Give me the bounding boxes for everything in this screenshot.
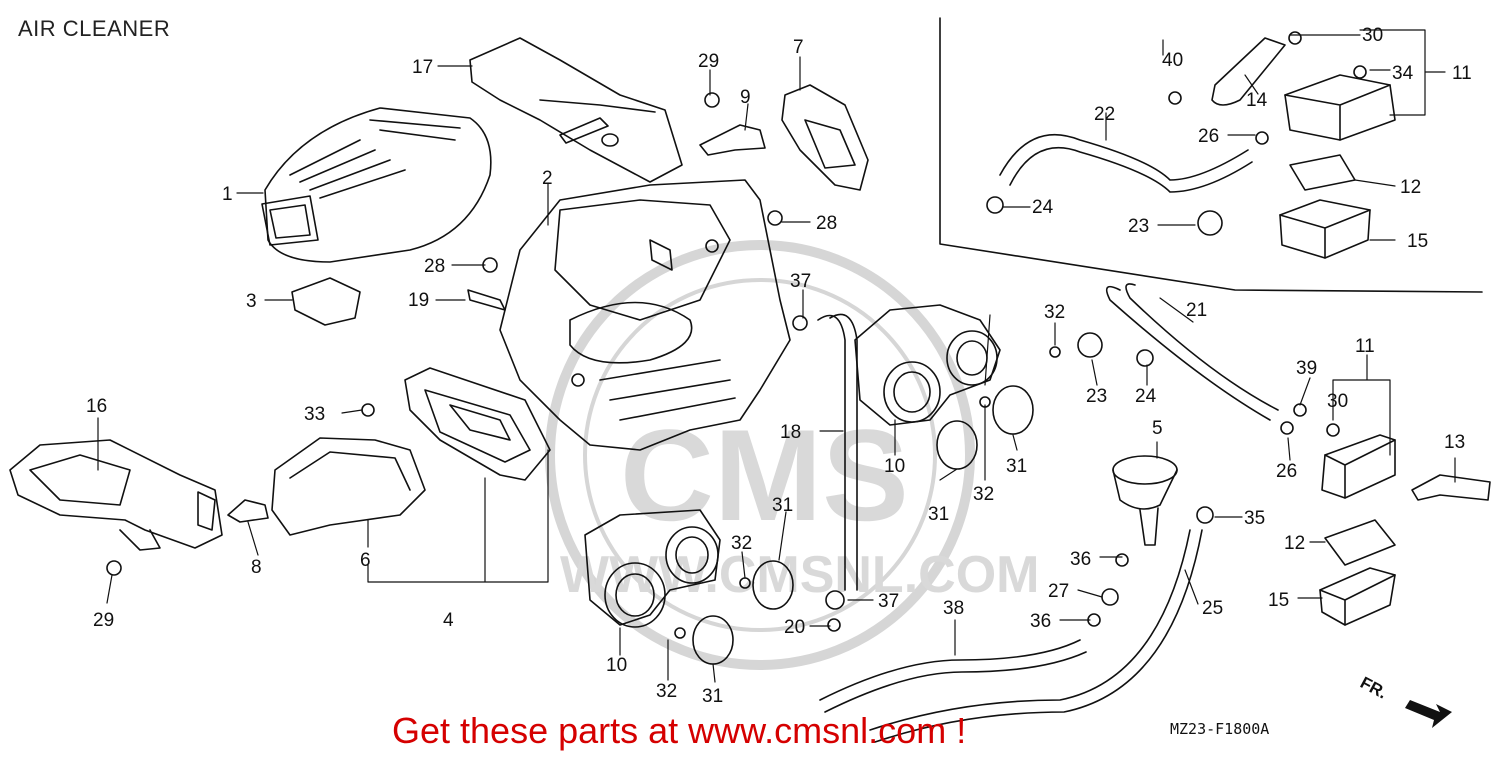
callout-25: 25 — [1202, 598, 1223, 619]
callout-39: 39 — [1296, 358, 1317, 379]
part-31-clamp-b — [992, 385, 1034, 435]
part-13-bracket — [1411, 474, 1491, 501]
part-21-hose — [1105, 285, 1271, 421]
callout-32-lower-right: 32 — [731, 533, 752, 554]
part-2-case — [499, 179, 791, 451]
callout-23: 23 — [1086, 386, 1107, 407]
callout-20: 20 — [784, 617, 805, 638]
callout-22: 22 — [1094, 104, 1115, 125]
diagram-title: AIR CLEANER — [18, 16, 171, 41]
callout-36-a: 36 — [1070, 549, 1091, 570]
callout-30: 30 — [1327, 391, 1348, 412]
part-9-bracket — [699, 124, 766, 156]
leader-lines — [97, 29, 1456, 683]
callout-17: 17 — [412, 57, 433, 78]
part-22-hose — [999, 133, 1249, 181]
part-8-bracket — [227, 499, 269, 523]
callout-38: 38 — [943, 598, 964, 619]
callout-8: 8 — [251, 557, 262, 578]
inset-part-15-cap — [1279, 199, 1371, 259]
part-5-funnel — [1112, 455, 1178, 546]
callout-12-inset: 12 — [1400, 177, 1421, 198]
part-25-hose — [869, 529, 1191, 731]
callout-29-top: 29 — [698, 51, 719, 72]
part-15-cap — [1319, 567, 1396, 626]
callout-32-mid: 32 — [1044, 302, 1065, 323]
part-18-hose — [817, 314, 846, 591]
callout-29-bottom: 29 — [93, 610, 114, 631]
callout-24: 24 — [1135, 386, 1157, 407]
callout-31-upper-left: 31 — [928, 504, 949, 525]
part-10-boots-upper — [854, 304, 1001, 426]
front-direction-arrow-icon — [1405, 700, 1452, 728]
part-6-tube — [271, 437, 426, 536]
part-38-hose — [819, 639, 1081, 701]
part-3-pad — [291, 277, 361, 326]
drawing-code: MZ23-F1800A — [1170, 720, 1270, 738]
callout-10-lower: 10 — [606, 655, 627, 676]
part-7-valve — [781, 84, 869, 191]
part-31-clamp-c — [752, 560, 794, 610]
inset-part-12-filter — [1289, 154, 1356, 191]
callout-37-top: 37 — [790, 271, 811, 292]
callout-11: 11 — [1355, 336, 1375, 357]
callout-35: 35 — [1244, 508, 1265, 529]
callout-3: 3 — [246, 291, 257, 312]
callout-18: 18 — [780, 422, 801, 443]
callout-11-inset: 11 — [1452, 63, 1472, 84]
callout-15: 15 — [1268, 590, 1289, 611]
callout-26: 26 — [1276, 461, 1297, 482]
callout-28-right: 28 — [816, 213, 837, 234]
callout-21: 21 — [1186, 300, 1207, 321]
callout-26-inset: 26 — [1198, 126, 1219, 147]
callout-16: 16 — [86, 396, 107, 417]
callout-12: 12 — [1284, 533, 1305, 554]
callout-9: 9 — [740, 87, 751, 108]
callout-27: 27 — [1048, 581, 1069, 602]
callout-13: 13 — [1444, 432, 1465, 453]
callout-33: 33 — [304, 404, 325, 425]
callout-36-b: 36 — [1030, 611, 1051, 632]
callout-1: 1 — [222, 184, 233, 205]
part-16-duct — [9, 439, 223, 551]
part-1-cover — [261, 107, 492, 263]
callout-40: 40 — [1162, 50, 1183, 71]
part-17-duct — [469, 37, 683, 183]
callout-34: 34 — [1392, 63, 1414, 84]
callout-numbers: 17 1 3 2 29 9 7 28 28 19 37 40 30 34 11 … — [86, 25, 1472, 707]
callout-2: 2 — [542, 168, 553, 189]
part-4-element — [404, 367, 551, 481]
callout-32-upper: 32 — [973, 484, 994, 505]
callout-32-lower: 32 — [656, 681, 677, 702]
callout-37: 37 — [878, 591, 899, 612]
watermark — [545, 240, 975, 670]
callout-6: 6 — [360, 550, 371, 571]
callout-31-upper-right: 31 — [1006, 456, 1027, 477]
callout-28-left: 28 — [424, 256, 445, 277]
callout-4: 4 — [443, 610, 454, 631]
footer-link-text[interactable]: Get these parts at www.cmsnl.com ! — [392, 710, 967, 751]
callout-24-inset: 24 — [1032, 197, 1054, 218]
callout-7: 7 — [793, 37, 804, 58]
watermark-logo: CMS — [620, 402, 909, 548]
inset-part-11-box — [1284, 74, 1396, 141]
callout-14: 14 — [1246, 90, 1268, 111]
callout-30-inset: 30 — [1362, 25, 1383, 46]
callout-5: 5 — [1152, 418, 1163, 439]
part-10-boots-lower — [584, 509, 721, 628]
inset-border — [939, 17, 1483, 293]
callout-31-lower: 31 — [702, 686, 723, 707]
part-12-filter — [1324, 519, 1396, 566]
callout-19: 19 — [408, 290, 429, 311]
inset-part-14-bracket — [1211, 37, 1286, 106]
callout-10-upper: 10 — [884, 456, 905, 477]
part-11-box — [1321, 434, 1396, 499]
callout-23-inset: 23 — [1128, 216, 1149, 237]
callout-31-lower-right: 31 — [772, 495, 793, 516]
callout-15-inset: 15 — [1407, 231, 1428, 252]
